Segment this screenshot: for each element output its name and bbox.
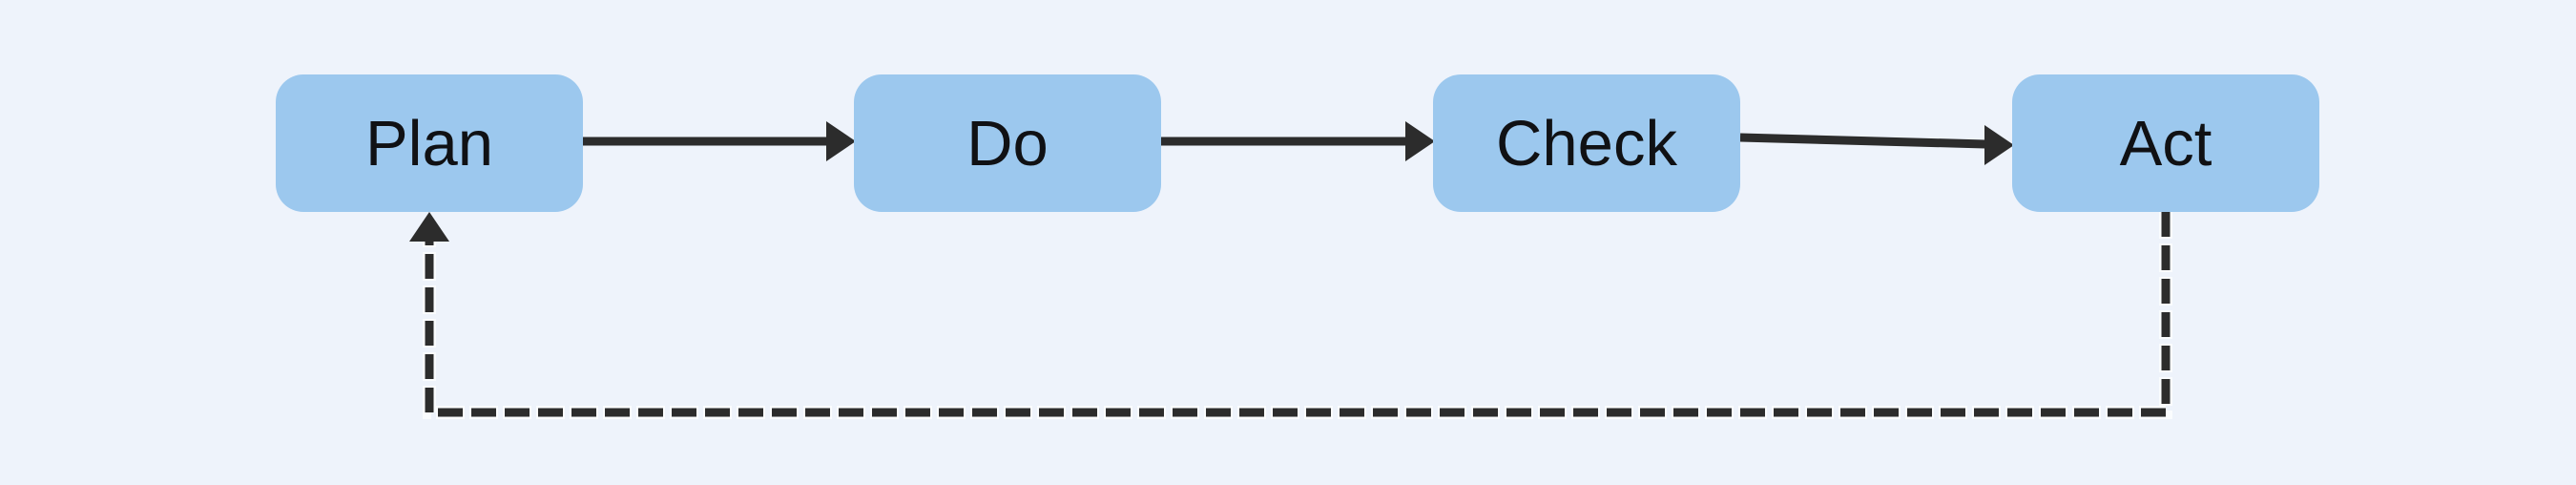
- node-do: Do: [854, 74, 1161, 212]
- node-plan-label: Plan: [364, 107, 494, 179]
- arrow-do-check: [1161, 121, 1435, 161]
- node-check: Check: [1433, 74, 1740, 212]
- arrow-act-plan-feedback: [409, 212, 2172, 419]
- arrow-plan-do: [583, 121, 856, 161]
- node-act-label: Act: [2119, 107, 2212, 179]
- node-plan: Plan: [276, 74, 583, 212]
- node-check-label: Check: [1496, 107, 1677, 179]
- arrow-check-act: [1739, 125, 2014, 165]
- node-act: Act: [2012, 74, 2319, 212]
- node-do-label: Do: [966, 107, 1049, 179]
